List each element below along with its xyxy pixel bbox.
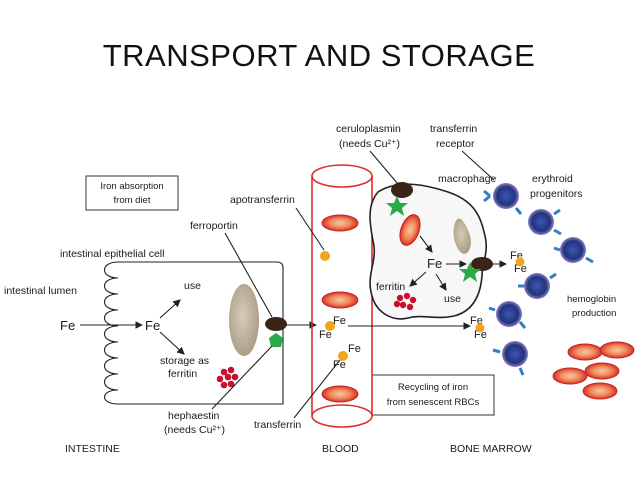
transferrin-receptor-line1: transferrin bbox=[430, 123, 477, 135]
arrow-to-storage bbox=[159, 331, 185, 355]
fe-blood-2: Fe bbox=[319, 329, 332, 341]
slide-title: TRANSPORT AND STORAGE bbox=[102, 38, 536, 73]
ferroportin-macro-icon bbox=[471, 257, 493, 271]
fe-marrow-2: Fe bbox=[514, 263, 527, 275]
erythroid-cell-icon bbox=[492, 341, 528, 376]
epithelial-cell bbox=[103, 261, 284, 405]
erythroid-cell-icon bbox=[488, 301, 527, 329]
blood-vessel bbox=[311, 164, 373, 428]
rbc-icon bbox=[321, 385, 359, 403]
recycling-box-line2: from senescent RBCs bbox=[387, 397, 480, 408]
fe-macrophage: Fe bbox=[427, 256, 442, 271]
storage-label-line1: storage as bbox=[160, 355, 209, 367]
use-macro-label: use bbox=[444, 293, 461, 305]
hemoglobin-line2: production bbox=[572, 308, 616, 319]
rbc-icon bbox=[584, 362, 620, 380]
section-bone-marrow: BONE MARROW bbox=[450, 443, 532, 455]
transferrin-fe-icon bbox=[325, 321, 335, 331]
rbc-icon bbox=[599, 341, 635, 359]
recycling-box: Recycling of iron from senescent RBCs bbox=[371, 374, 495, 416]
arrow-to-use-macro bbox=[435, 273, 447, 291]
rbc-icon bbox=[552, 367, 588, 385]
intestinal-lumen-label: intestinal lumen bbox=[4, 285, 77, 297]
ferroportin-macro-icon bbox=[391, 182, 413, 198]
apotransferrin-label: apotransferrin bbox=[230, 194, 295, 206]
section-blood: BLOOD bbox=[322, 443, 359, 455]
fe-marrow-4: Fe bbox=[474, 329, 487, 341]
ceruloplasmin-line2: (needs Cu²⁺) bbox=[339, 138, 400, 150]
ferritin-cluster-icon bbox=[393, 292, 417, 311]
ferritin-macro-label: ferritin bbox=[376, 281, 405, 293]
hephaestin-label-line1: hephaestin bbox=[168, 410, 220, 422]
arrow-to-use bbox=[159, 299, 181, 319]
erythroid-cell-icon bbox=[553, 237, 594, 264]
hephaestin-label-line2: (needs Cu²⁺) bbox=[164, 424, 225, 436]
apotransferrin-icon bbox=[320, 251, 330, 261]
rbc-icon bbox=[321, 214, 359, 232]
transferrin-label: transferrin bbox=[254, 419, 301, 431]
hephaestin-icon bbox=[269, 333, 283, 347]
erythroid-line2: progenitors bbox=[530, 188, 583, 200]
microvilli-icon bbox=[103, 261, 119, 405]
fe-epithelial: Fe bbox=[145, 318, 160, 333]
storage-label-line2: ferritin bbox=[168, 368, 197, 380]
epithelial-cell-label: intestinal epithelial cell bbox=[60, 248, 164, 260]
absorption-box-line2: from diet bbox=[114, 195, 151, 206]
fe-blood-1: Fe bbox=[333, 315, 346, 327]
recycling-box-line1: Recycling of iron bbox=[398, 382, 468, 393]
use-epithelial-label: use bbox=[184, 280, 201, 292]
erythroid-cell-icon bbox=[528, 208, 562, 236]
erythroid-line1: erythroid bbox=[532, 173, 573, 185]
mature-rbcs bbox=[552, 341, 635, 400]
hemoglobin-line1: hemoglobin bbox=[567, 294, 616, 305]
star-protein-icon bbox=[459, 262, 481, 282]
rbc-icon bbox=[567, 343, 603, 361]
ferroportin-icon bbox=[265, 317, 287, 331]
arrow-rbc-to-fe bbox=[419, 235, 433, 253]
rbc-icon bbox=[321, 291, 359, 309]
rbc-icon bbox=[582, 382, 618, 400]
fe-lumen: Fe bbox=[60, 318, 75, 333]
engulfed-rbc-icon bbox=[399, 214, 421, 246]
erythroid-cell-icon bbox=[483, 183, 523, 215]
epithelial-nucleus bbox=[229, 284, 259, 356]
section-intestine: INTESTINE bbox=[65, 443, 120, 455]
macrophage-icon bbox=[369, 183, 488, 320]
erythroid-progenitors bbox=[483, 183, 594, 376]
ferritin-cluster-icon bbox=[216, 366, 239, 389]
ceruloplasmin-star-icon bbox=[386, 196, 408, 216]
fe-blood-3: Fe bbox=[348, 343, 361, 355]
ceruloplasmin-line1: ceruloplasmin bbox=[336, 123, 401, 135]
transferrin-receptor-line2: receptor bbox=[436, 138, 475, 150]
arrow-to-ferritin bbox=[409, 271, 427, 287]
erythroid-cell-icon bbox=[518, 272, 557, 299]
ferroportin-label: ferroportin bbox=[190, 220, 238, 232]
absorption-box: Iron absorption from diet bbox=[85, 175, 179, 211]
transferrin-fe-icon bbox=[338, 351, 348, 361]
fe-blood-4: Fe bbox=[333, 359, 346, 371]
absorption-box-line1: Iron absorption bbox=[100, 181, 163, 192]
macrophage-label: macrophage bbox=[438, 173, 497, 185]
